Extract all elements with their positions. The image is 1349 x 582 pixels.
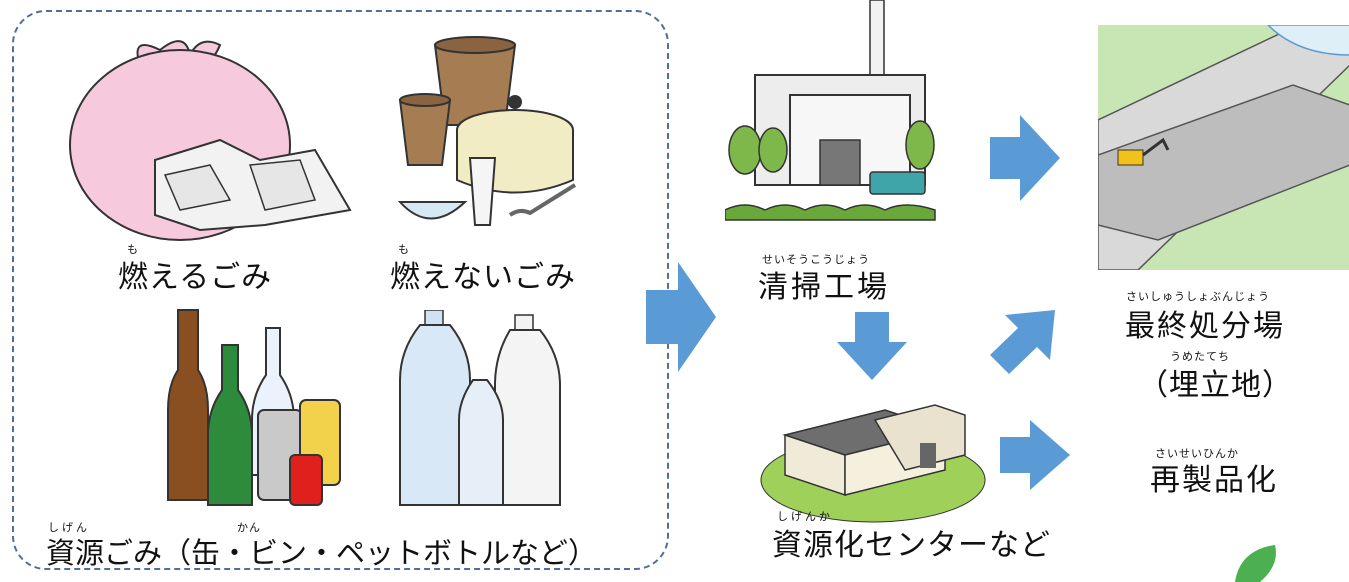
non-burnable-ruby: も bbox=[398, 243, 410, 256]
burnable-ruby: も bbox=[127, 243, 139, 256]
landfill-ruby: うめたてち bbox=[1170, 350, 1230, 363]
final-disposal-label: 最終処分場 bbox=[1125, 309, 1285, 344]
resource-ruby-kan: かん bbox=[237, 521, 261, 534]
final-disposal-ruby: さいしゅうしょぶんじょう bbox=[1126, 290, 1270, 303]
arrow-right-to-landfill-icon bbox=[990, 115, 1060, 201]
cleaning-plant-label: 清掃工場 bbox=[758, 270, 890, 305]
arrow-down-icon bbox=[837, 312, 907, 380]
recycling-ruby: さいせいひんか bbox=[1155, 447, 1239, 460]
pet-bottles-illustration bbox=[399, 310, 561, 506]
arrow-right-to-recycle-icon bbox=[1000, 420, 1070, 490]
landfill-label: （埋立地） bbox=[1138, 368, 1293, 403]
recycling-center-ruby: しげんか bbox=[777, 510, 833, 523]
recycling-center-label: 資源化センターなど bbox=[772, 528, 1051, 563]
arrow-up-right-icon bbox=[990, 310, 1055, 374]
cleaning-plant-ruby: せいそうこうじょう bbox=[762, 253, 870, 266]
cleaning-plant-illustration bbox=[725, 0, 936, 221]
recycling-label: 再製品化 bbox=[1150, 463, 1278, 498]
burnable-trash-illustration bbox=[69, 40, 352, 241]
resource-ruby-shigen: しげん bbox=[48, 521, 90, 534]
burnable-label: 燃えるごみ bbox=[118, 260, 273, 295]
resource-label: 資源ごみ（缶・ビン・ペットボトルなど） bbox=[46, 536, 598, 570]
landfill-illustration bbox=[1098, 25, 1349, 270]
non-burnable-trash-illustration bbox=[397, 36, 577, 226]
recycling-center-illustration bbox=[760, 404, 986, 523]
leaf-icon bbox=[1235, 545, 1276, 582]
bottles-cans-illustration bbox=[167, 309, 341, 506]
arrow-right-icon bbox=[646, 262, 716, 372]
non-burnable-label: 燃えないごみ bbox=[390, 260, 576, 295]
